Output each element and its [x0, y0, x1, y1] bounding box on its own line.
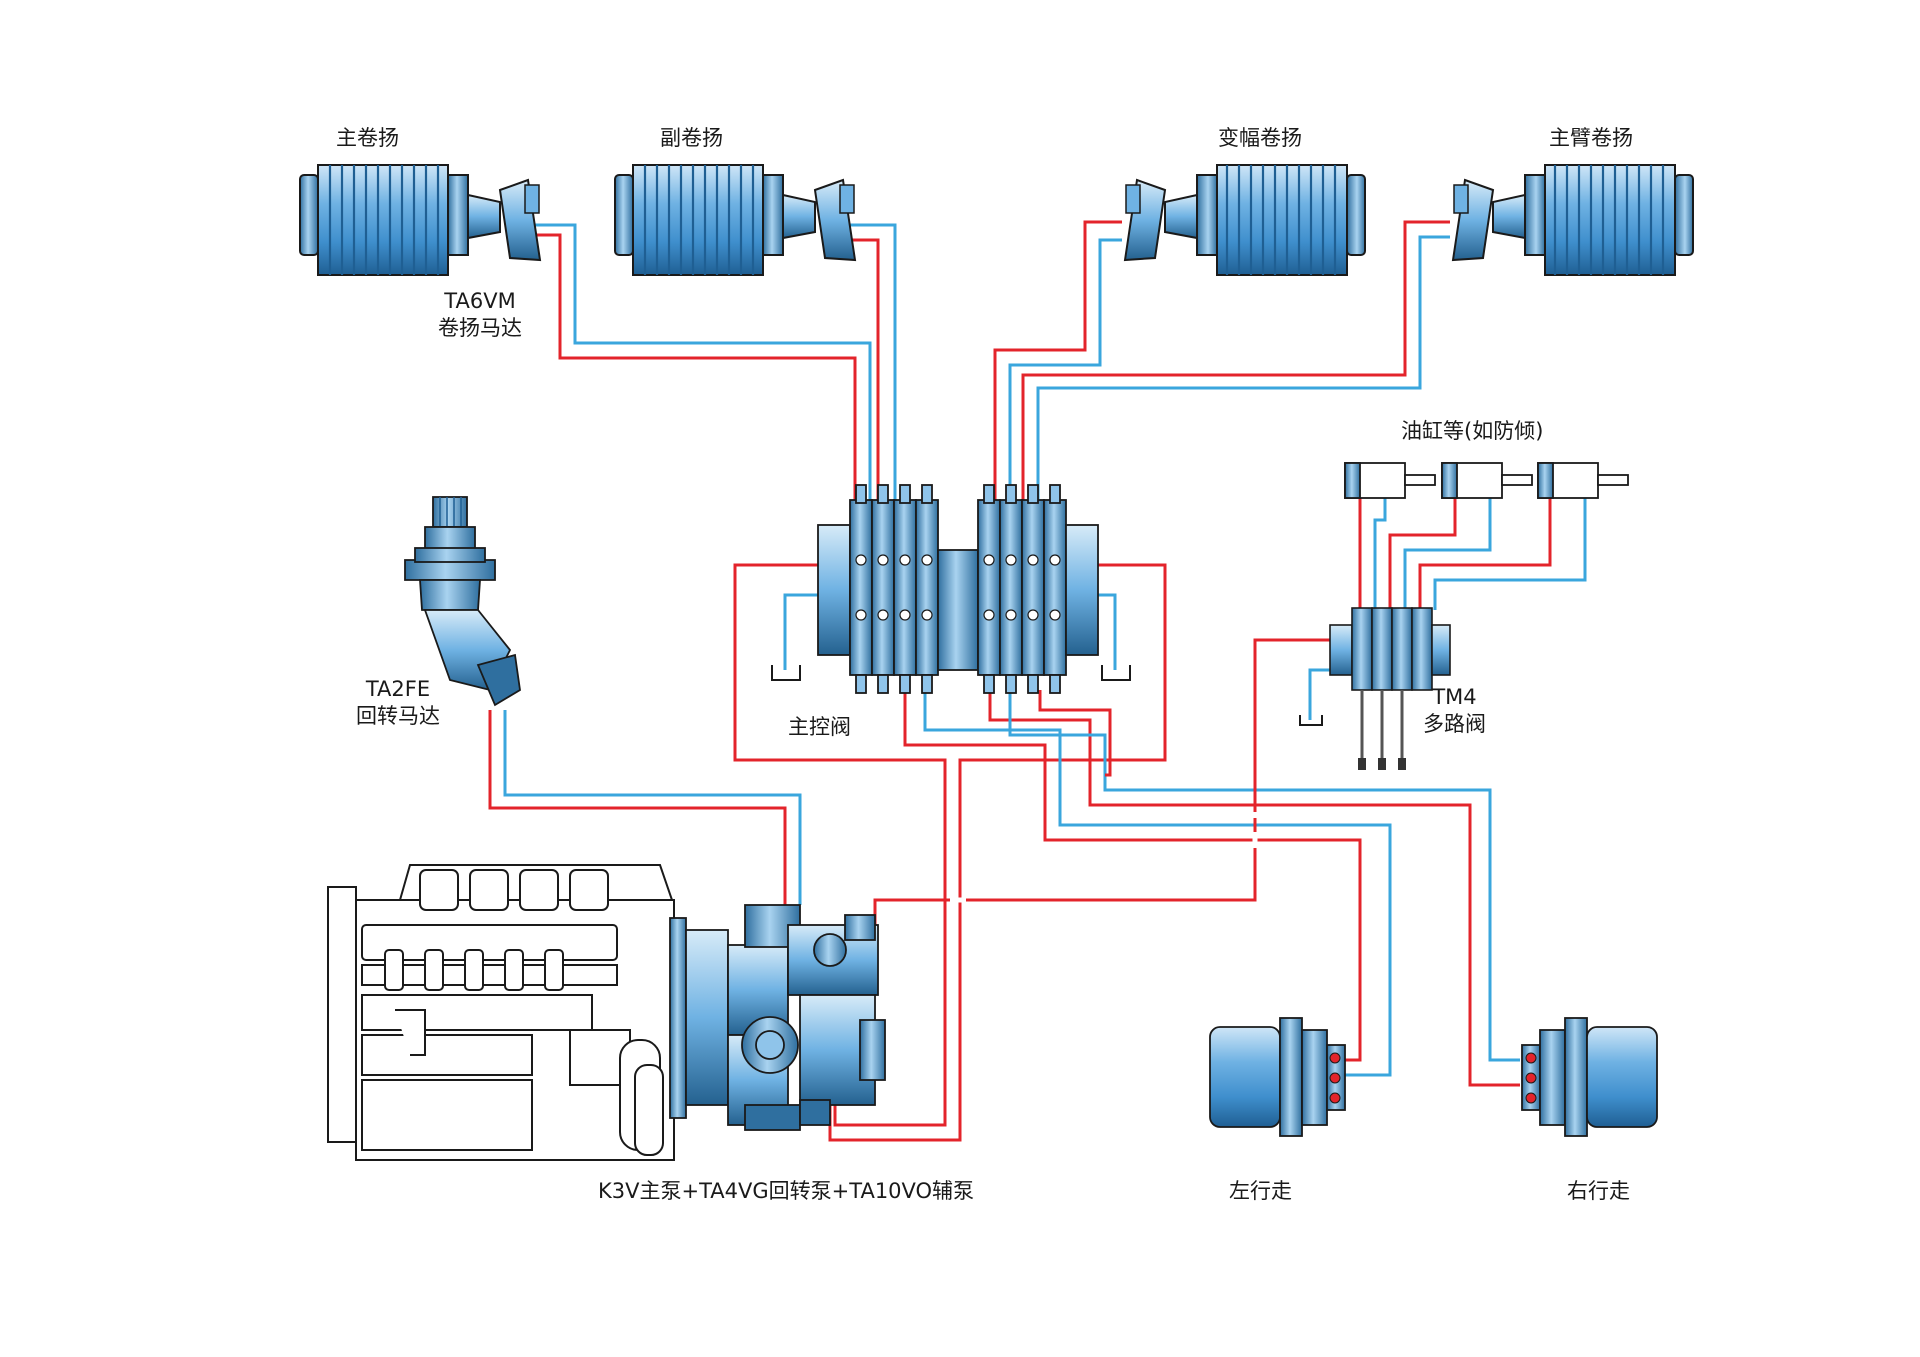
main-valve-label: 主控阀	[788, 715, 851, 739]
right-travel-label: 右行走	[1567, 1179, 1630, 1203]
boom-winch	[1451, 164, 1694, 276]
line-crossing-gaps	[950, 812, 1258, 903]
right-travel-pressure-line	[988, 690, 1520, 1087]
main-control-valve	[817, 484, 1099, 694]
multi-valve-tank-return	[1308, 668, 1340, 720]
diesel-engine	[327, 864, 675, 1161]
swing-motor-return-line	[503, 710, 802, 905]
valve-left-return	[783, 593, 820, 670]
cylinder-3	[1537, 462, 1629, 499]
main-winch	[299, 164, 542, 276]
aux-winch-return-line	[845, 223, 897, 500]
tm4-valve-model: TM4	[1432, 685, 1477, 709]
luffing-winch-return-line	[1008, 238, 1122, 500]
cylinder2-return-line	[1403, 495, 1492, 610]
tm4-valve-label: TM4 多路阀	[1423, 684, 1486, 738]
cylinder3-return-line	[1433, 495, 1587, 610]
aux-winch-pressure-line	[845, 238, 880, 500]
main-winch-label: 主卷扬	[336, 126, 399, 150]
cylinder-2	[1441, 462, 1533, 499]
right-travel-return-line	[1008, 690, 1520, 1062]
tank-symbol-right	[1101, 665, 1131, 681]
aux-winch	[614, 164, 857, 276]
cylinder2-pressure-line	[1388, 495, 1457, 610]
pump-set	[669, 904, 886, 1131]
winch-motor-label: TA6VM 卷扬马达	[438, 288, 522, 342]
pump-pressure-feed	[1038, 690, 1112, 777]
valve-right-return	[1095, 593, 1117, 670]
winch-motor-model: TA6VM	[444, 289, 516, 313]
cylinder-1	[1344, 462, 1436, 499]
swing-motor-pressure-line	[488, 710, 787, 905]
cylinder3-pressure-line	[1418, 495, 1552, 610]
tank-symbol-tm4	[1299, 715, 1323, 726]
swing-motor-model: TA2FE	[365, 677, 431, 701]
tm4-valve-name: 多路阀	[1423, 712, 1486, 736]
swing-motor-name: 回转马达	[356, 704, 440, 728]
left-travel-label: 左行走	[1229, 1179, 1292, 1203]
winch-motor-name: 卷扬马达	[438, 316, 522, 340]
right-travel-motor	[1521, 1017, 1658, 1137]
left-travel-return-line	[923, 690, 1392, 1077]
left-travel-motor	[1209, 1017, 1346, 1137]
swing-motor	[404, 496, 521, 707]
luffing-winch-pressure-line	[993, 220, 1122, 500]
luffing-winch-label: 变幅卷扬	[1218, 126, 1302, 150]
left-travel-pressure-line	[903, 690, 1362, 1062]
cylinders-label: 油缸等(如防倾)	[1401, 419, 1544, 443]
tank-symbol-left	[771, 665, 801, 681]
aux-winch-label: 副卷扬	[660, 126, 723, 150]
valve-left-pressure-loop	[733, 563, 947, 1127]
luffing-winch	[1123, 164, 1366, 276]
main-winch-pressure-line	[530, 233, 857, 500]
multi-valve-pump-line	[870, 638, 1340, 957]
main-winch-return-line	[530, 223, 872, 500]
valve-right-pressure-loop	[828, 563, 1167, 1142]
boom-winch-label: 主臂卷扬	[1549, 126, 1633, 150]
boom-winch-pressure-line	[1021, 220, 1450, 500]
cylinder1-return-line	[1373, 495, 1387, 610]
hydraulic-lines	[488, 220, 1587, 1142]
pump-set-label: K3V主泵+TA4VG回转泵+TA10VO辅泵	[598, 1179, 975, 1203]
boom-winch-return-line	[1036, 235, 1450, 500]
swing-motor-label: TA2FE 回转马达	[356, 676, 440, 730]
tm4-multi-valve	[1329, 607, 1451, 770]
